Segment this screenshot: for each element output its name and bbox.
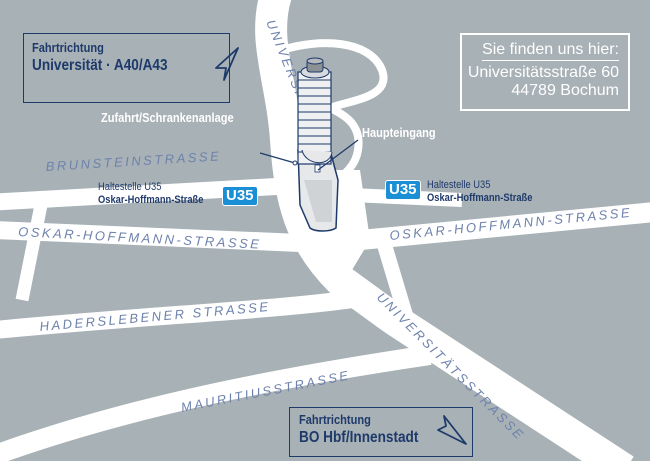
entrance-leader-line <box>317 139 359 171</box>
tram-stop-left: Haltestelle U35 Oskar-Hoffmann-Straße <box>98 181 203 207</box>
arrow-northeast-icon <box>215 47 239 81</box>
stop-title: Haltestelle U35 <box>427 179 491 191</box>
address-street: Universitätsstraße 60 <box>467 64 619 81</box>
tram-stop-right: Haltestelle U35 Oskar-Hoffmann-Straße <box>427 179 532 205</box>
street-label-brunstein: BRUNSTEINSTRASSE <box>45 148 221 174</box>
direction-south-destination: BO Hbf/Innenstadt <box>299 429 419 446</box>
street-label-haderslebener: HADERSLEBENER STRASSE <box>39 299 271 334</box>
road-haderslebener <box>0 289 362 339</box>
arrow-southeast-icon <box>437 415 467 445</box>
entrance-label: Haupteingang <box>362 125 436 140</box>
university-building <box>297 57 339 232</box>
access-marker <box>292 160 298 166</box>
access-label: Zufahrt/Schrankenanlage <box>101 110 234 125</box>
direction-north-label: Fahrtrichtung <box>32 40 104 55</box>
direction-box-north: Fahrtrichtung Universität · A40/A43 <box>23 33 239 103</box>
address-box: Sie finden uns hier: Universitätsstraße … <box>460 33 630 111</box>
address-city: 44789 Bochum <box>511 82 619 99</box>
access-leader-line <box>259 152 296 164</box>
address-heading: Sie finden uns hier: <box>482 41 619 61</box>
stop-name: Oskar-Hoffmann-Straße <box>427 192 533 204</box>
road-oskar-left <box>0 221 301 252</box>
road-loop <box>280 39 388 189</box>
stop-name: Oskar-Hoffmann-Straße <box>98 194 204 206</box>
u35-badge-right: U35 <box>385 180 421 200</box>
u35-badge-left: U35 <box>222 186 258 206</box>
direction-box-south: Fahrtrichtung BO Hbf/Innenstadt <box>289 407 473 457</box>
road-side-left <box>15 198 49 302</box>
direction-north-destination: Universität · A40/A43 <box>32 57 168 74</box>
direction-south-label: Fahrtrichtung <box>299 412 371 427</box>
road-mauritiusstrasse <box>0 345 432 461</box>
road-oskar-right <box>349 202 650 251</box>
stop-title: Haltestelle U35 <box>98 181 162 193</box>
